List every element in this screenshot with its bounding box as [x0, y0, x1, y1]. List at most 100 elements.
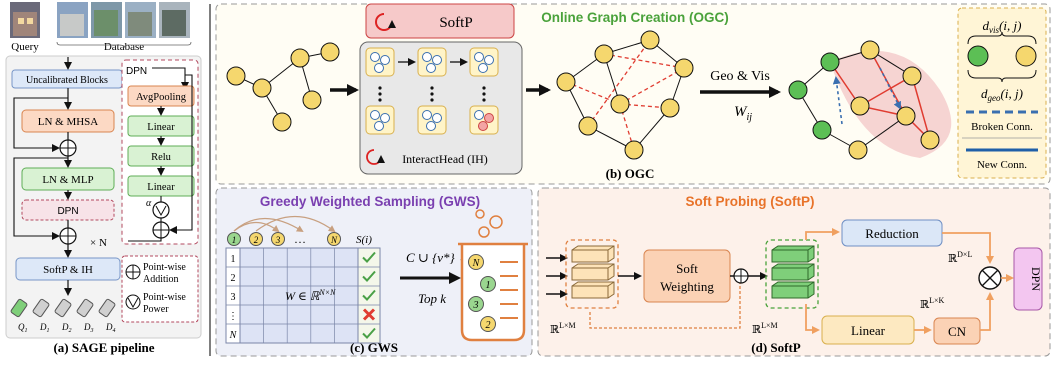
dim-red-label: ℝD×L	[948, 250, 972, 265]
soft-weighting-label-2: Weighting	[660, 279, 714, 294]
refresh-icon	[375, 13, 396, 31]
ih-ellipsis	[482, 86, 486, 102]
panel-b-ogc: Online Graph Creation (OGC) SoftP Intera…	[215, 3, 1051, 185]
ih-cell	[365, 47, 395, 77]
ih-cell	[417, 47, 447, 77]
legend-pow-2: Power	[143, 304, 169, 315]
descriptor-label: D3	[83, 322, 94, 334]
descriptor-label: D4	[105, 322, 116, 334]
avgpooling-label: AvgPooling	[136, 92, 187, 103]
gws-node	[227, 232, 241, 246]
ln-mlp-label: LN & MLP	[42, 174, 93, 186]
softp-header-label: SoftP	[439, 15, 472, 31]
dpn-output-block	[1013, 247, 1043, 311]
database-brace	[56, 41, 192, 49]
beaker-node	[480, 276, 496, 292]
dpn-detail-title: DPN	[126, 66, 147, 77]
dim-lin-label: ℝL×K	[920, 296, 945, 311]
ih-ellipsis	[430, 86, 434, 102]
soft-weighting-block	[643, 249, 731, 303]
residual-1	[13, 97, 68, 152]
token-bar	[571, 245, 615, 263]
gws-node	[327, 232, 341, 246]
descriptor-3: D2	[54, 298, 72, 334]
token-bar	[571, 281, 615, 299]
gws-node-label: N	[330, 235, 338, 245]
power-legend-icon	[125, 294, 141, 310]
beaker-node-label: 1	[486, 280, 491, 291]
token-bar	[571, 263, 615, 281]
matrix-row-label: ⋮	[228, 311, 238, 322]
linear-label: Linear	[851, 323, 886, 338]
database-photos	[57, 2, 190, 38]
matrix-row-label: 1	[231, 254, 236, 265]
ih-cell	[417, 105, 447, 135]
panel-d-softp: Soft Probing (SoftP) ℝL×M Soft Weighting…	[537, 187, 1051, 357]
gws-node	[271, 232, 285, 246]
soft-weighting-label-1: Soft	[676, 261, 698, 276]
panel-a-pipeline: Query Database Uncalibrated Blocks LN & …	[5, 2, 202, 355]
cross-icon	[362, 308, 376, 321]
matrix-row-label: 3	[231, 292, 236, 303]
check-icon	[362, 251, 376, 263]
dim-in-label: ℝL×M	[550, 321, 576, 336]
ih-cell	[365, 105, 395, 135]
ogc-title: Online Graph Creation (OGC)	[541, 10, 729, 25]
query-label: Query	[11, 41, 39, 53]
dpn-output-label: DPN	[1029, 267, 1043, 291]
cn-block	[933, 317, 981, 345]
ih-cell	[469, 105, 499, 135]
caption-c: (c) GWS	[350, 340, 398, 355]
gws-title: Greedy Weighted Sampling (GWS)	[260, 194, 480, 209]
residual-2	[13, 157, 68, 240]
token-bar	[771, 263, 815, 281]
beaker-node	[468, 254, 484, 270]
ln-mhsa-label: LN & MHSA	[38, 116, 99, 128]
token-bar	[771, 281, 815, 299]
beaker-node-label: 3	[473, 300, 479, 311]
relu-label: Relu	[151, 152, 172, 163]
gws-node-label: 2	[254, 235, 259, 245]
gws-node-row: 1 2 3 … N	[227, 215, 341, 246]
refined-graph	[788, 40, 952, 160]
gws-node-label: 3	[275, 235, 281, 245]
gws-node-label: 1	[232, 235, 237, 245]
beaker-node	[468, 296, 484, 312]
gws-node-ellipsis: …	[294, 232, 306, 246]
beaker-node-label: N	[472, 258, 481, 269]
descriptor-5: D4	[98, 298, 116, 334]
interacthead-label: InteractHead (IH)	[402, 152, 488, 166]
legend-node-b	[1015, 45, 1037, 67]
gws-node	[249, 232, 263, 246]
broken-conn-label: Broken Conn.	[971, 121, 1033, 133]
caption-d: (d) SoftP	[751, 340, 801, 355]
legend-add-2: Addition	[143, 274, 179, 285]
descriptor-1: Q1	[10, 298, 28, 334]
densified-graph	[556, 30, 694, 160]
w-ij-label: Wij	[734, 104, 752, 123]
ih-ellipsis	[378, 86, 382, 102]
beaker-node-label: 2	[486, 320, 491, 331]
topk-label: Top k	[418, 291, 446, 306]
interacthead-grid	[365, 47, 499, 135]
initial-graph	[226, 42, 340, 132]
linear2-label: Linear	[147, 182, 175, 193]
dpn-block-label: DPN	[57, 206, 78, 217]
ih-cell	[469, 47, 499, 77]
dvis-label: dvis(i, j)	[983, 18, 1022, 35]
legend-add-1: Point-wise	[143, 262, 186, 273]
score-label: S(i)	[356, 234, 372, 246]
geo-vis-label: Geo & Vis	[710, 69, 770, 84]
refresh-icon-small	[366, 149, 385, 165]
weight-matrix: 123⋮N	[225, 247, 381, 344]
dim-mid-label: ℝL×M	[752, 321, 778, 336]
check-icon	[362, 270, 376, 282]
matrix-row-label: 2	[231, 273, 236, 284]
dgeo-label: dgeo(i, j)	[981, 86, 1023, 103]
operator-legend	[121, 255, 199, 323]
reduction-label: Reduction	[865, 226, 919, 241]
